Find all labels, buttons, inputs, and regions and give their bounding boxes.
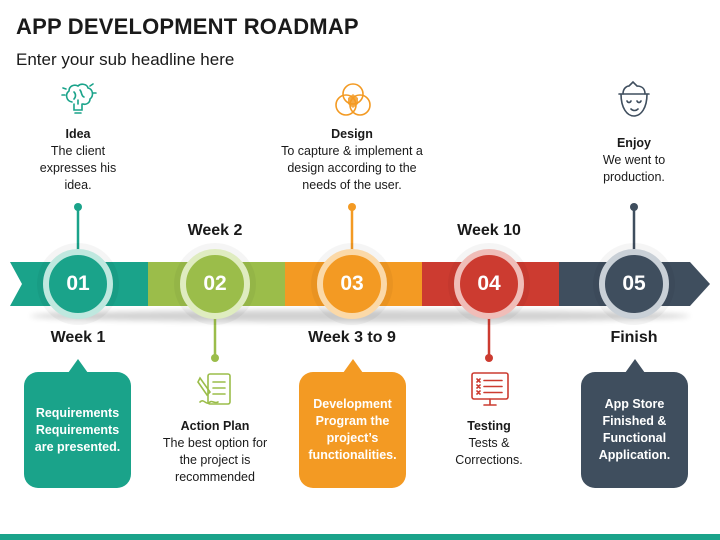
footer-accent-bar — [0, 534, 720, 540]
caption-design: Design To capture & implement a design a… — [277, 126, 427, 194]
step-circle-03: 03 — [317, 249, 387, 319]
caption-testing-title: Testing — [467, 419, 511, 433]
bubble-development-title: Development — [313, 397, 392, 411]
bubble-development: Development Program the project’s functi… — [299, 359, 406, 488]
week-label-01: Week 1 — [50, 329, 106, 346]
connector-dot-05 — [630, 203, 638, 211]
bubble-requirements-text: Requirements are presented. — [34, 422, 121, 454]
caption-design-title: Design — [331, 127, 373, 141]
week-label-03: Week 3 to 9 — [308, 329, 396, 346]
caption-design-text: To capture & implement a design accordin… — [281, 144, 423, 192]
bubble-requirements-title: Requirements — [35, 405, 120, 420]
testing-monitor-icon — [471, 372, 509, 406]
caption-action-plan-title: Action Plan — [180, 419, 250, 433]
connector-dot-01 — [74, 203, 82, 211]
bubble-app-store-text: Finished & Functional Application. — [598, 414, 671, 462]
connector-dot-04 — [485, 354, 493, 362]
page-title: APP DEVELOPMENT ROADMAP — [16, 14, 359, 39]
page-subtitle: Enter your sub headline here — [16, 50, 235, 69]
caption-action-plan-text: The best option for the project is recom… — [162, 436, 268, 484]
caption-idea-title: Idea — [65, 127, 91, 141]
checklist-icon — [197, 373, 231, 405]
connector-dot-02 — [211, 354, 219, 362]
caption-idea: Idea The client expresses his idea. — [28, 126, 128, 194]
caption-testing: Testing Tests & Corrections. — [434, 418, 544, 469]
week-label-04: Week 10 — [457, 222, 521, 239]
caption-enjoy-text: We went to production. — [602, 153, 666, 184]
venn-design-icon — [335, 83, 371, 116]
caption-enjoy: Enjoy We went to production. — [584, 135, 684, 186]
bubble-development-text: Program the project’s functionalities. — [308, 414, 397, 462]
bubble-requirements: Requirements Requirements are presented. — [24, 359, 131, 488]
step-circle-05: 05 — [599, 249, 669, 319]
caption-action-plan: Action Plan The best option for the proj… — [160, 418, 270, 486]
week-label-05: Finish — [610, 329, 658, 346]
bubble-app-store: App Store Finished & Functional Applicat… — [581, 359, 688, 488]
brain-idea-icon — [61, 83, 97, 114]
relaxed-face-icon — [618, 80, 650, 117]
caption-testing-text: Tests & Corrections. — [455, 436, 523, 467]
step-circle-02: 02 — [180, 249, 250, 319]
caption-idea-text: The client expresses his idea. — [39, 144, 117, 192]
step-circle-04: 04 — [454, 249, 524, 319]
step-circle-01: 01 — [43, 249, 113, 319]
caption-enjoy-title: Enjoy — [616, 136, 652, 150]
bubble-app-store-title: App Store — [604, 397, 665, 411]
connector-dot-03 — [348, 203, 356, 211]
week-label-02: Week 2 — [187, 222, 243, 239]
